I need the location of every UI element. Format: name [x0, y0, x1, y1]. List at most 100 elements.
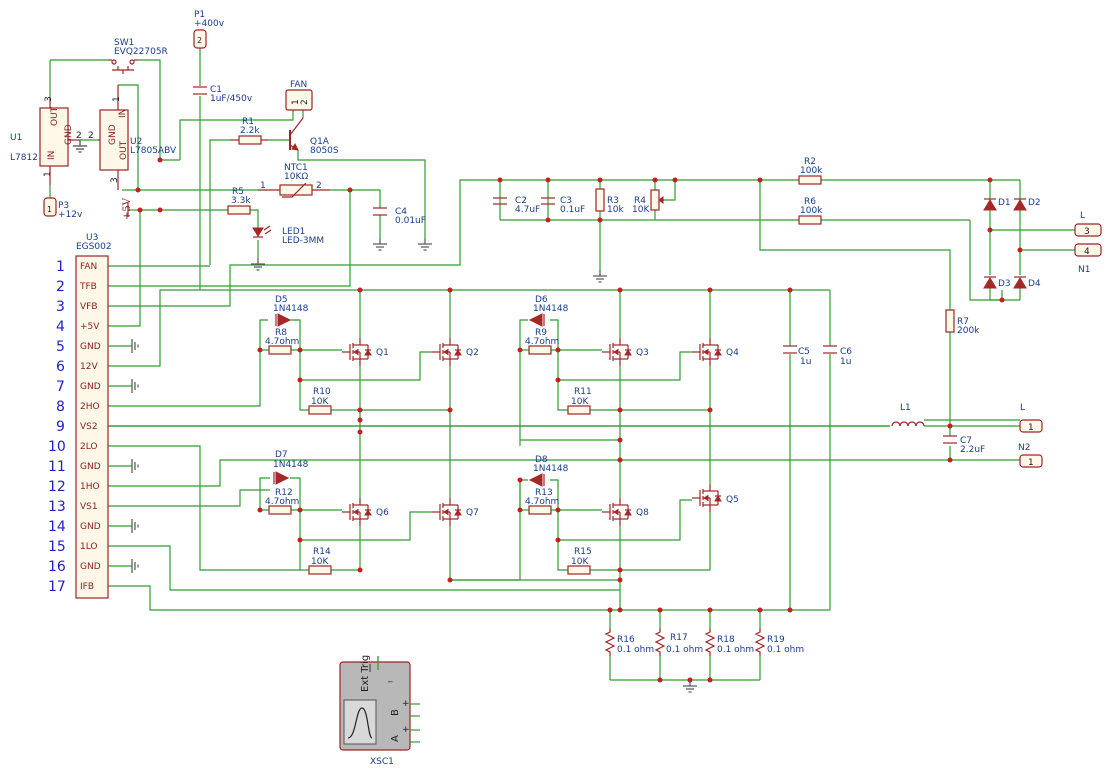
r1-resistor [238, 135, 262, 145]
q1a-transistor: Q1A 8050S [289, 117, 339, 156]
d8-value: 1N4148 [533, 464, 569, 474]
u3-pin-5-name: GND [80, 342, 101, 352]
output-l-connector: 1 L [1019, 403, 1043, 433]
fan-pin-2: 2 [300, 99, 310, 105]
u3-pin-4-name: +5V [80, 322, 100, 332]
c6-ref: C6 [840, 347, 852, 357]
p3-connector: 1 P3 +12v [43, 197, 83, 220]
c2-capacitor: C2 4.7uF [493, 196, 540, 215]
r18-value: 0.1 ohm [717, 645, 754, 655]
r18-resistor [705, 627, 715, 657]
c1-capacitor: C1 1uF/450v [193, 85, 253, 104]
u3-pin-9-name: VS2 [80, 422, 98, 432]
u3-pin-12-name: 1HO [80, 482, 100, 492]
q2-ref: Q2 [466, 348, 479, 358]
r19-resistor [755, 627, 765, 657]
q5-mosfet [691, 483, 722, 513]
u3-pin-11-gnd-symbol [108, 459, 139, 473]
output-n2-pin: 1 [1028, 458, 1034, 468]
r9-ref: R9 [535, 328, 547, 338]
r7-ref: R7 [957, 317, 969, 327]
led1-gnd-symbol [250, 257, 266, 271]
r8-value: 4.7ohm [265, 337, 299, 347]
u1-value: L7812 [10, 153, 38, 163]
r19-value: 0.1 ohm [767, 645, 804, 655]
q8-ref: Q8 [636, 508, 649, 518]
u3-pin-5-gnd-symbol [108, 339, 139, 353]
r18-ref: R18 [717, 635, 735, 645]
r2-value: 100k [800, 166, 823, 176]
r13-ref: R13 [535, 488, 553, 498]
u1-gnd-label: GND [64, 124, 74, 145]
u3-pin-13-name: VS1 [80, 502, 98, 512]
p1-ref: P1 [194, 10, 205, 20]
u2-pin-3: 3 [110, 177, 120, 183]
output-l-label: L [1020, 403, 1025, 413]
u2-regulator: IN GND OUT 1 2 3 U2 L7805ABV [88, 85, 177, 190]
c7-capacitor: C7 2.2uF [943, 435, 985, 455]
led1-value: LED-3MM [282, 236, 324, 246]
c6-capacitor: C6 1u [823, 345, 852, 367]
d1-ref: D1 [998, 198, 1011, 208]
r17-ref: R17 [670, 633, 688, 643]
p1-pin: 2 [197, 36, 202, 45]
q4-ref: Q4 [726, 348, 739, 358]
u3-pin-16-gnd-symbol [108, 559, 139, 573]
r2-resistor [798, 175, 822, 185]
led1-diode: LED1 LED-3MM [252, 225, 324, 246]
r10-resistor [308, 405, 332, 415]
r5-value: 3.3k [231, 196, 251, 206]
u3-pin-14-name: GND [80, 522, 101, 532]
r11-resistor [567, 405, 591, 415]
q7-mosfet [431, 497, 462, 527]
rectifier-gnd-symbol [592, 269, 608, 283]
xsc1-a-plus: + [402, 725, 410, 735]
xsc1-ext-trig: Ext Trig [360, 655, 371, 692]
ntc1-thermistor: NTC1 10KΩ 1 2 [258, 163, 330, 198]
u2-value: L7805ABV [130, 146, 177, 156]
r3-resistor [595, 188, 605, 212]
c5-ref: C5 [798, 347, 810, 357]
shunt-gnd-symbol [682, 679, 698, 693]
u3-pin-12-number: 12 [48, 479, 66, 495]
r4-potentiometer: R4 10K [632, 189, 664, 215]
u3-pin-2-name: TFB [79, 282, 97, 292]
p1-connector: 2 P1 +400v [193, 10, 225, 49]
r6-value: 100k [800, 206, 823, 216]
q7-ref: Q7 [466, 508, 479, 518]
q2-mosfet [431, 337, 462, 367]
d7-diode: D7 1N4148 [273, 450, 309, 485]
ac-n1-label: N1 [1078, 265, 1090, 275]
r12-ref: R12 [275, 488, 293, 498]
u3-pin-4-number: 4 [56, 319, 65, 335]
u3-pin-8-number: 8 [56, 399, 65, 415]
r1-ref: R1 [242, 117, 254, 127]
r5-resistor [227, 205, 251, 215]
r16-resistor [605, 627, 615, 657]
r3-value: 10k [607, 205, 624, 215]
r15-resistor [567, 565, 591, 575]
u3-pin-6-name: 12V [80, 362, 98, 372]
c5-capacitor: C5 1u [783, 345, 811, 367]
u3-pin-17-number: 17 [48, 579, 66, 595]
d5-value: 1N4148 [273, 304, 309, 314]
r17-value: 0.1 ohm [666, 645, 703, 655]
r5-ref: R5 [232, 187, 244, 197]
r19-ref: R19 [767, 635, 785, 645]
r10-value: 10K [311, 397, 329, 407]
d4-ref: D4 [1028, 279, 1041, 289]
r8-ref: R8 [275, 328, 287, 338]
c3-capacitor: C3 0.1uF [541, 196, 585, 215]
u1-pin-3: 3 [44, 96, 54, 102]
u1-out-label: OUT [50, 106, 60, 126]
r7-value: 200k [957, 326, 980, 336]
output-l-pin: 1 [1028, 423, 1034, 433]
output-n2-connector: 1 N2 [1018, 443, 1043, 468]
r13-value: 4.7ohm [525, 497, 559, 507]
u2-pin-2: 2 [88, 131, 94, 141]
q5-ref: Q5 [726, 495, 739, 505]
u3-pin-10-name: 2LO [80, 442, 98, 452]
q3-mosfet [601, 337, 632, 367]
